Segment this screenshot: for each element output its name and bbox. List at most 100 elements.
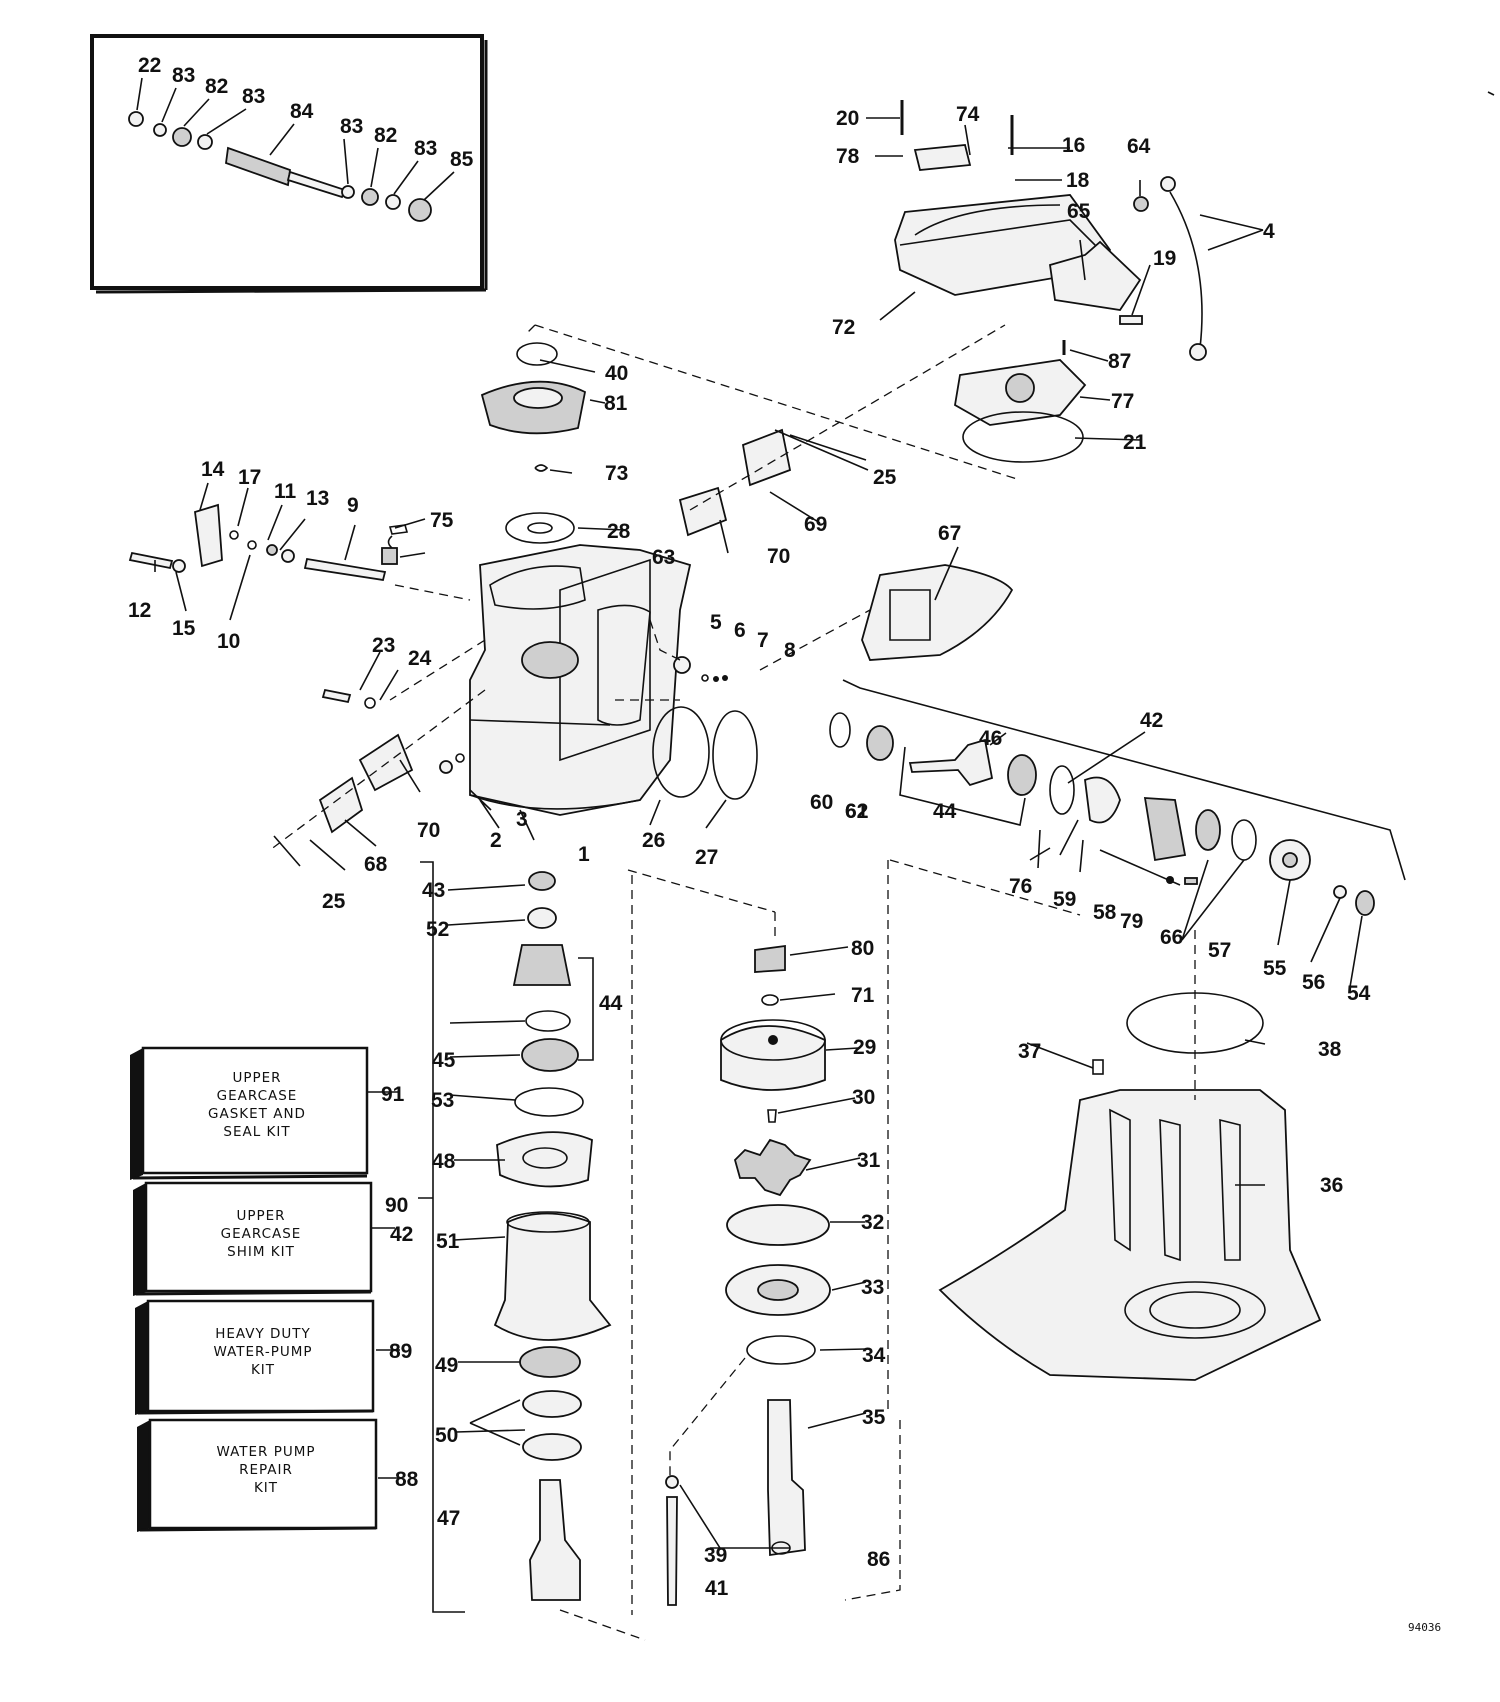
upper-gearcase-parts	[128, 342, 1014, 834]
part-label: 39	[704, 1544, 727, 1567]
part-label: 60	[810, 791, 833, 814]
part-label: 66	[1160, 926, 1183, 949]
part-label: 14	[201, 458, 225, 481]
part-label: 4	[1263, 220, 1275, 243]
part-label: 64	[1127, 135, 1151, 158]
inset-label: 83	[172, 64, 195, 87]
part-label: 3	[516, 808, 528, 831]
part-label: 74	[956, 103, 980, 126]
part-label: 80	[851, 937, 874, 960]
part-label: 42	[1140, 709, 1163, 732]
kit-line: KIT	[251, 1362, 275, 1378]
part-label: 28	[607, 520, 631, 543]
kit-line: SEAL KIT	[223, 1124, 290, 1140]
kit-line: GEARCASE	[221, 1226, 302, 1242]
part-label: 16	[1062, 134, 1085, 157]
part-label: 30	[852, 1086, 875, 1109]
part-label: 53	[431, 1089, 454, 1112]
part-label: 45	[432, 1049, 456, 1072]
exhaust-housing	[938, 992, 1322, 1381]
part-label: 25	[873, 466, 897, 489]
part-label: 1	[578, 843, 590, 866]
part-label: 91	[381, 1083, 405, 1106]
part-label: 10	[217, 630, 240, 653]
kit-line: GEARCASE	[217, 1088, 298, 1104]
part-label: 59	[1053, 888, 1076, 911]
part-label: 34	[862, 1344, 886, 1367]
part-label: 69	[804, 513, 827, 536]
part-label: 57	[1208, 939, 1231, 962]
part-label: 90	[385, 1194, 408, 1217]
part-label: 75	[430, 509, 454, 532]
kit-box-88: WATER PUMP REPAIR KIT	[137, 1418, 378, 1532]
part-label: 19	[1153, 247, 1176, 270]
kit-line: UPPER	[236, 1208, 285, 1224]
part-label: 70	[417, 819, 440, 842]
part-label: 79	[1120, 910, 1143, 933]
kit-box-91: UPPER GEARCASE GASKET AND SEAL KIT	[130, 1046, 369, 1180]
part-label: 7	[757, 629, 769, 652]
part-label: 33	[861, 1276, 884, 1299]
inset-label: 83	[340, 115, 363, 138]
part-label: 40	[605, 362, 628, 385]
part-label: 43	[422, 879, 445, 902]
part-label: 23	[372, 634, 395, 657]
kit-box-89: HEAVY DUTY WATER-PUMP KIT	[135, 1299, 375, 1415]
part-label: 47	[437, 1507, 460, 1530]
part-label: 54	[1347, 982, 1371, 1005]
group-brackets	[420, 679, 1406, 1613]
part-label: 6	[734, 619, 746, 642]
part-label: 41	[705, 1577, 729, 1600]
part-label: 77	[1111, 390, 1134, 413]
inset-label: 22	[138, 54, 161, 77]
inset-label: 85	[450, 148, 474, 171]
inset-labels: 22 83 82 83 84 83 82 83 85	[136, 54, 474, 201]
part-label: 25	[322, 890, 346, 913]
inset-label: 83	[242, 85, 265, 108]
part-label: 68	[364, 853, 388, 876]
part-label: 36	[1320, 1174, 1343, 1197]
inset-label: 82	[374, 124, 397, 147]
part-label: 24	[408, 647, 432, 670]
part-label: 35	[862, 1406, 886, 1429]
part-label: 31	[857, 1149, 881, 1172]
part-label: 44	[933, 800, 957, 823]
part-label: 5	[710, 611, 722, 634]
inset-label: 83	[414, 137, 437, 160]
part-label: 27	[695, 846, 718, 869]
part-label: 76	[1009, 875, 1032, 898]
part-label: 51	[436, 1230, 460, 1253]
part-label: 78	[836, 145, 860, 168]
kit-line: WATER-PUMP	[213, 1344, 312, 1360]
part-label: 32	[861, 1211, 884, 1234]
assembly-guide-lines	[269, 324, 1196, 1641]
part-label: 26	[642, 829, 665, 852]
part-label: 63	[652, 546, 675, 569]
part-label: 86	[867, 1548, 890, 1571]
part-label: 89	[389, 1340, 412, 1363]
part-label: 71	[851, 984, 875, 1007]
pivot-cover-assembly	[894, 100, 1207, 463]
part-label: 52	[426, 918, 449, 941]
leader-lines	[154, 117, 1363, 1549]
pinion-stack	[493, 871, 612, 1601]
part-label: 48	[432, 1150, 456, 1173]
part-label: 56	[1302, 971, 1325, 994]
part-label: 29	[853, 1036, 876, 1059]
part-label: 73	[605, 462, 628, 485]
drive-shaft-row	[829, 712, 1375, 916]
part-label: 42	[390, 1223, 413, 1246]
part-label: 21	[1123, 431, 1147, 454]
kit-line: KIT	[254, 1480, 278, 1496]
kit-line: HEAVY DUTY	[215, 1326, 311, 1342]
inset-label: 82	[205, 75, 228, 98]
inset-label: 84	[290, 100, 314, 123]
part-label: 50	[435, 1424, 458, 1447]
part-label: 46	[979, 727, 1002, 750]
part-label: 44	[599, 992, 623, 1015]
part-label: 87	[1108, 350, 1131, 373]
part-label: 9	[347, 494, 359, 517]
part-label: 15	[172, 617, 196, 640]
kit-line: SHIM KIT	[227, 1244, 295, 1260]
